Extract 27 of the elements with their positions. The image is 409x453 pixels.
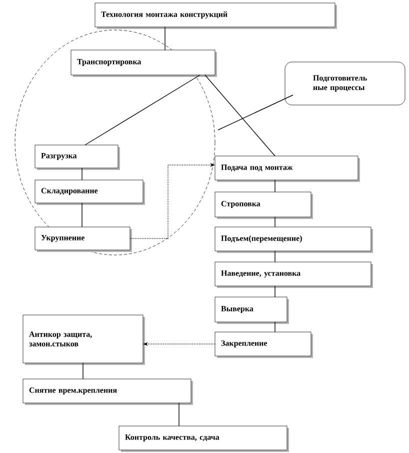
connector-line — [274, 216, 276, 228]
process-box: Складирование — [34, 180, 145, 205]
process-box: Подъем(перемещение) — [214, 226, 373, 253]
process-box: Снятие врем.крепления — [22, 378, 193, 405]
process-box: Укрупнение — [34, 226, 132, 252]
process-box: Строповка — [214, 192, 313, 219]
process-box: Антикор защита, замон.стыков — [22, 314, 145, 365]
process-box: Технология монтажа конструкций — [94, 2, 337, 29]
process-box: Закрепление — [214, 332, 313, 358]
connector-line — [82, 362, 84, 380]
connector-line — [274, 322, 276, 332]
leader-line — [218, 94, 294, 130]
connector-line — [274, 286, 276, 298]
process-box: Выверка — [214, 296, 289, 324]
process-box: Контроль качества, сдача — [118, 426, 289, 452]
callout-bubble: Подготовитель ные процессы — [284, 62, 406, 106]
connector-line — [178, 402, 180, 426]
connector-line — [164, 26, 166, 50]
connector-line — [274, 180, 276, 192]
process-box: Наведение, установка — [214, 262, 373, 288]
process-box: Подача под монтаж — [214, 156, 360, 182]
process-box: Транспортировка — [70, 50, 217, 77]
connector-line — [204, 74, 276, 156]
connector-line — [274, 250, 276, 262]
dashed-ellipse — [14, 30, 216, 256]
process-box: Разгрузка — [34, 144, 120, 170]
connector-line — [84, 74, 200, 146]
